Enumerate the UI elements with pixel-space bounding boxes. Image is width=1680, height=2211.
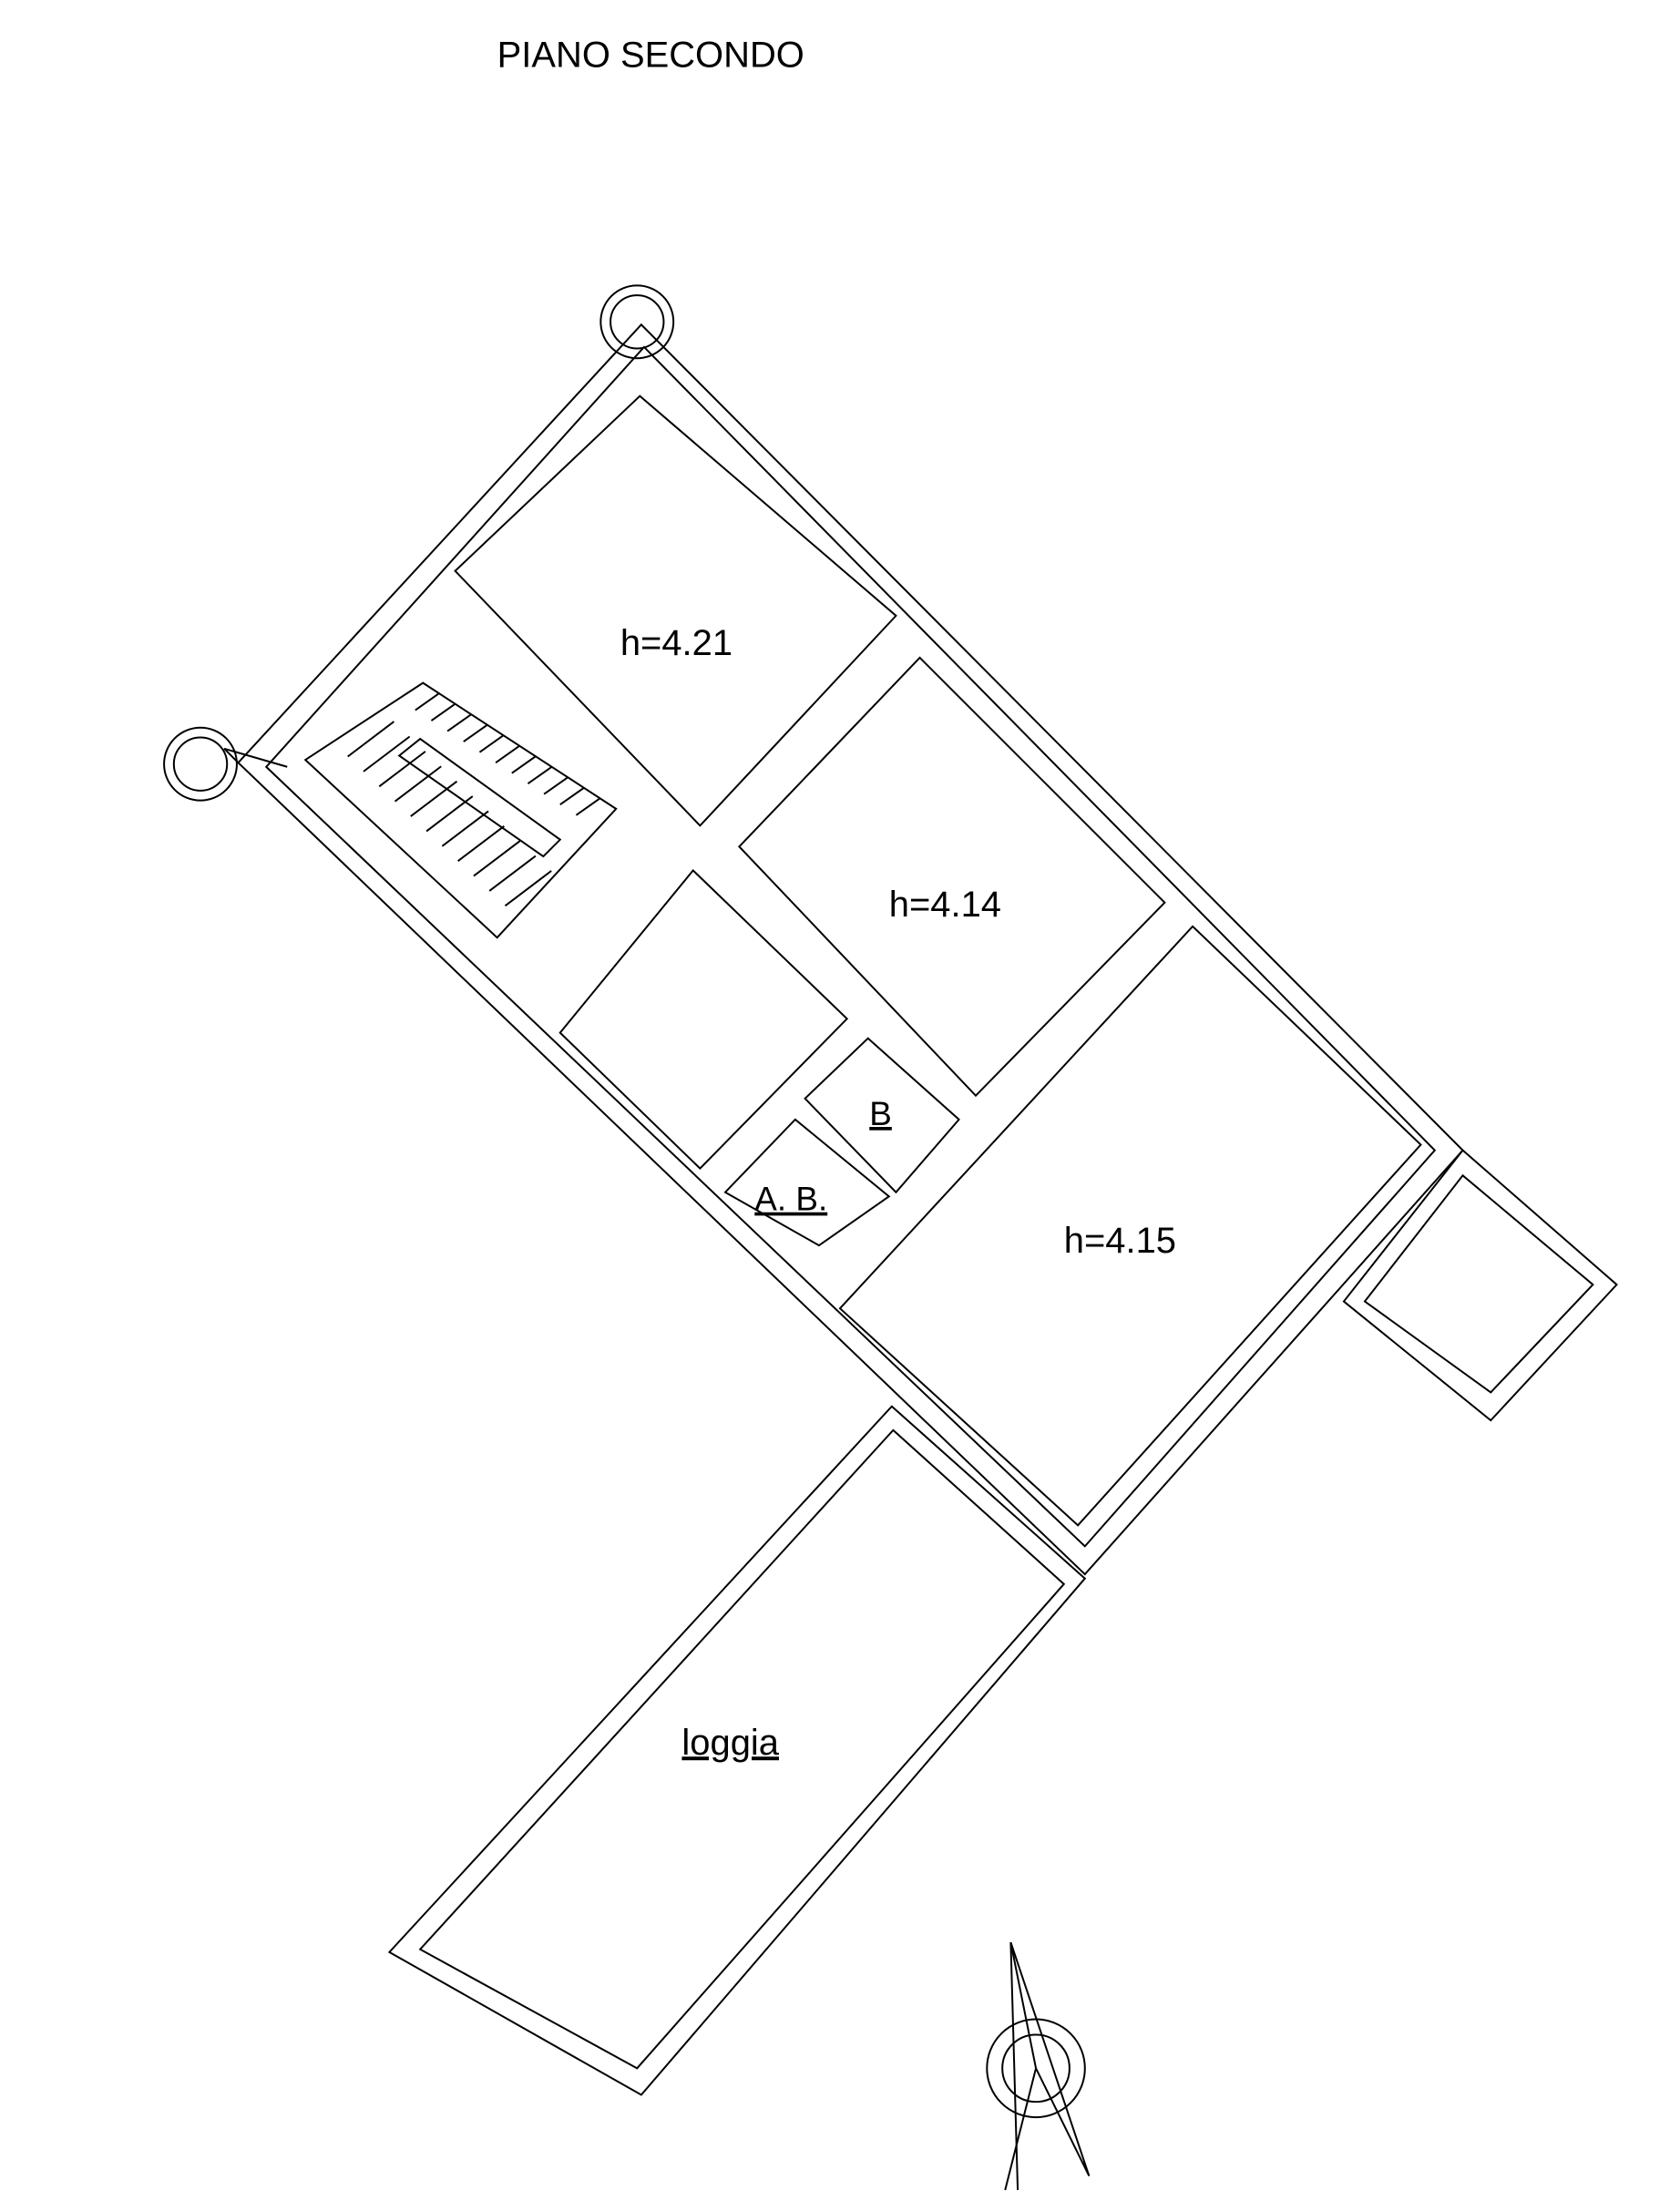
stair-step <box>446 713 472 732</box>
stair-step <box>478 734 505 753</box>
room-label-b: B <box>869 1095 892 1132</box>
room-middle <box>558 868 849 1171</box>
stair-step <box>559 786 585 806</box>
stair-step <box>425 795 474 833</box>
stair-step <box>527 765 553 785</box>
stair-step <box>488 855 537 892</box>
room-h414 <box>738 656 1166 1098</box>
stair-step <box>543 776 569 795</box>
annex <box>1342 1149 1618 1422</box>
staircase <box>303 681 618 939</box>
stair-step <box>463 723 488 742</box>
stair-step <box>441 810 489 847</box>
room-label-h421: h=4.21 <box>620 623 732 663</box>
north-arrow-icon <box>986 1941 1091 2191</box>
north-tower <box>599 284 675 360</box>
stair-step <box>363 735 411 773</box>
stair-step <box>511 755 537 774</box>
room-ab <box>723 1118 891 1247</box>
stair-step <box>415 692 440 711</box>
stair-step <box>575 797 601 816</box>
room-h415 <box>838 925 1422 1527</box>
stair-step <box>504 870 552 907</box>
room-label-h415: h=4.15 <box>1064 1221 1176 1261</box>
room-b <box>804 1037 960 1194</box>
stair-step <box>378 751 426 788</box>
stair-step <box>495 744 520 763</box>
room-label-loggia: loggia <box>681 1723 779 1763</box>
room-h421 <box>454 394 897 827</box>
stair-step <box>430 702 456 722</box>
stair-step <box>410 780 458 817</box>
room-label-ab: A. B. <box>754 1181 827 1218</box>
stair-step <box>347 721 394 758</box>
loggia-outline <box>387 1405 1087 2096</box>
building-outline <box>223 322 1464 1576</box>
stair-step <box>457 825 505 862</box>
plan-title: PIANO SECONDO <box>497 36 804 76</box>
stair-step <box>473 840 521 877</box>
stair-step <box>394 765 442 803</box>
room-label-h414: h=4.14 <box>889 885 1001 925</box>
west-tower <box>163 726 238 802</box>
